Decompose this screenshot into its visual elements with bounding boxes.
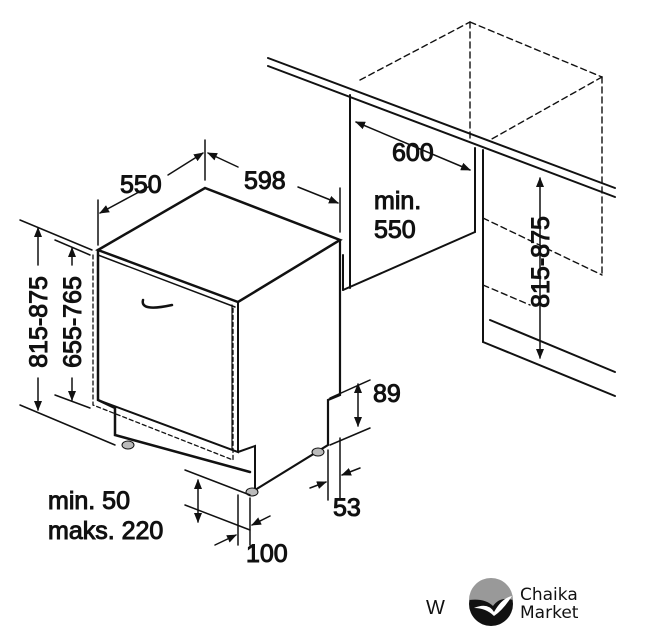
- dishwasher: [92, 186, 343, 497]
- plinth-recess-label: 53: [333, 494, 361, 522]
- chaika-market-logo: Chaika Market: [469, 578, 579, 626]
- depth-label: 550: [120, 171, 162, 199]
- plinth-height-label: 89: [373, 380, 401, 408]
- svg-text:Market: Market: [520, 603, 579, 623]
- foot: [121, 440, 135, 450]
- svg-text:Chaika: Chaika: [520, 585, 578, 605]
- niche-walls: [342, 94, 616, 397]
- niche-min-value: 550: [374, 216, 416, 244]
- height-left-label: 815-875: [25, 276, 53, 368]
- foot-min-label: min. 50: [48, 487, 130, 515]
- foot-offset-label: 100: [246, 540, 288, 568]
- foot: [311, 447, 325, 457]
- height-right-label: 815-875: [527, 216, 555, 308]
- footer-letter: W: [426, 597, 445, 619]
- niche-min-label: min.: [374, 187, 421, 215]
- countertop: [267, 57, 616, 198]
- niche-width-label: 600: [392, 139, 434, 167]
- width-label: 598: [244, 167, 286, 195]
- dimension-lines: [19, 139, 371, 546]
- door-height-label: 655-765: [59, 276, 87, 368]
- foot-max-label: maks. 220: [48, 517, 163, 545]
- door-handle: [141, 298, 174, 309]
